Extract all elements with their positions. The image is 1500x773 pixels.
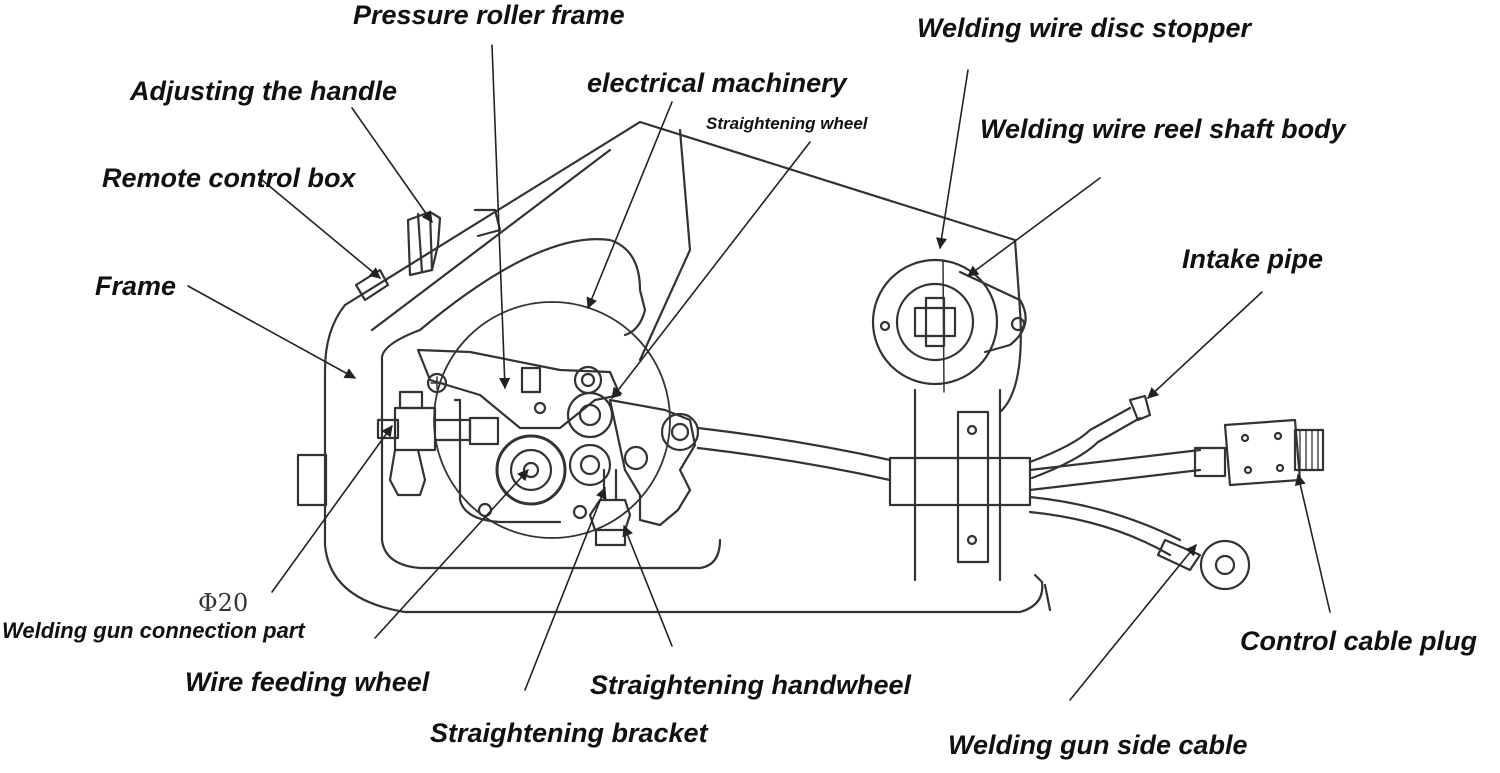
leader-lines — [187, 44, 1331, 701]
label-welding-gun-side-cable: Welding gun side cable — [948, 730, 1248, 760]
label-straightening-handwheel: Straightening handwheel — [590, 670, 912, 700]
label-pressure-roller-frame: Pressure roller frame — [353, 0, 625, 30]
reel-shaft-body — [871, 258, 1027, 393]
cable-clamp — [888, 388, 1032, 582]
label-control-cable-plug: Control cable plug — [1240, 626, 1478, 656]
label-electrical-machinery: electrical machinery — [587, 68, 847, 98]
wire-feeding-wheel — [477, 434, 588, 520]
label-adjusting-the-handle: Adjusting the handle — [130, 76, 397, 106]
pressure-roller-assembly — [416, 348, 622, 430]
label-welding-gun-connection-part: Welding gun connection part — [2, 618, 305, 643]
side-knob — [296, 453, 328, 507]
cables — [696, 394, 1251, 612]
label-straightening-wheel: Straightening wheel — [706, 114, 868, 133]
label-frame: Frame — [95, 271, 177, 301]
label-straightening-bracket: Straightening bracket — [430, 718, 708, 748]
diameter-mark: Φ20 — [198, 589, 249, 617]
straightening-wheels — [566, 391, 700, 527]
label-intake-pipe: Intake pipe — [1182, 244, 1324, 274]
housing-outline — [323, 120, 1044, 614]
label-remote-control-box: Remote control box — [102, 163, 356, 193]
label-welding-wire-disc-stopper: Welding wire disc stopper — [917, 13, 1252, 43]
control-plug — [1193, 418, 1325, 487]
label-welding-wire-reel-shaft-body: Welding wire reel shaft body — [980, 114, 1346, 144]
label-wire-feeding-wheel: Wire feeding wheel — [185, 667, 430, 697]
gun-connection-part — [296, 390, 562, 524]
straightening-handwheel — [588, 468, 632, 547]
